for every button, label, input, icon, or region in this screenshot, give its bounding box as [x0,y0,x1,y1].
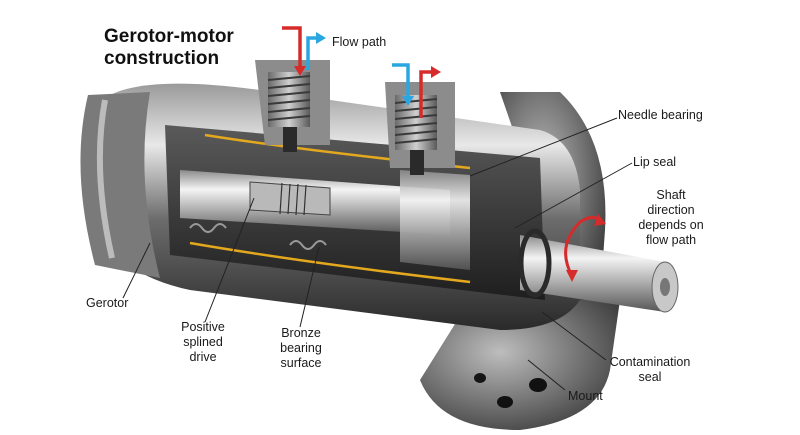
output-shaft [518,228,679,313]
title-line-1: Gerotor-motor [104,26,234,47]
diagram-title: Gerotor-motor construction [104,26,234,70]
label-bronze-bearing-surface: Bronze bearing surface [280,326,322,370]
label-lip-seal: Lip seal [633,155,677,169]
flow-out-arrow-icon [306,32,414,106]
motor-housing [80,83,580,330]
label-shaft-direction: Shaft direction depends on flow path [638,188,704,247]
label-mount: Mount [568,389,603,403]
label-positive-splined-drive: Positive splined drive [181,320,225,364]
flow-in-arrow-icon [282,26,441,118]
label-flow-path: Flow path [332,35,387,49]
port-left [255,60,330,152]
rotation-arrow-icon [564,214,606,282]
label-contamination-seal: Contamination seal [609,355,691,384]
leader-lines [122,117,633,391]
label-gerotor: Gerotor [86,296,129,310]
label-needle-bearing: Needle bearing [618,108,703,122]
port-right [385,82,455,175]
title-line-2: construction [104,48,220,69]
